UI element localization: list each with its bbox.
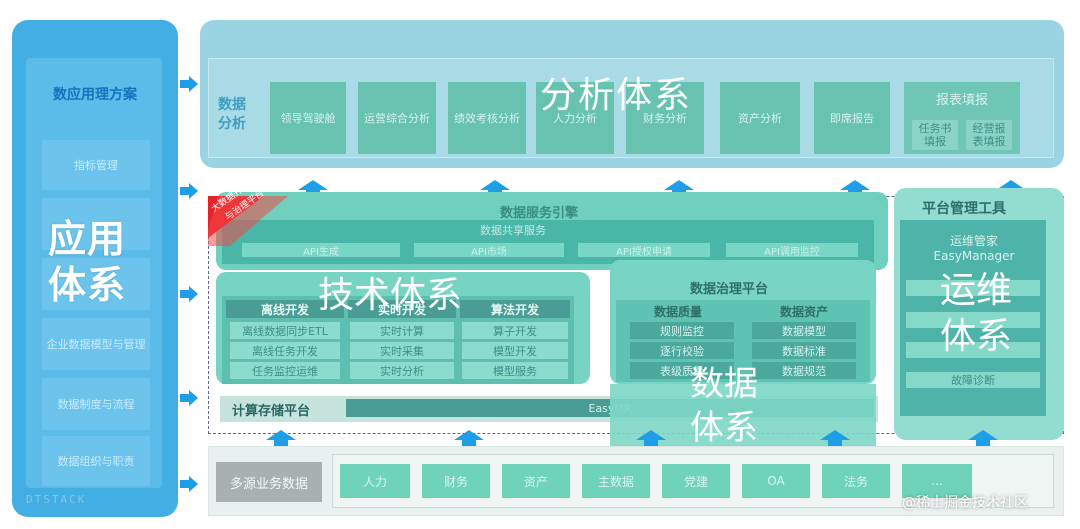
up-arrow-icon bbox=[480, 180, 510, 198]
realtime-collect-cell: 实时采集 bbox=[350, 342, 454, 359]
up-arrow-icon bbox=[454, 430, 484, 448]
algorithm-dev-head: 算法开发 bbox=[460, 300, 570, 318]
platform-tools-title: 平台管理工具 bbox=[922, 201, 1006, 217]
realtime-compute-cell: 实时计算 bbox=[350, 322, 454, 339]
application-item-enterprise-model: 企业数据模型与管理 bbox=[42, 318, 150, 370]
right-arrow-icon bbox=[180, 183, 198, 199]
data-model-cell: 数据模型 bbox=[752, 322, 856, 339]
table-quality-cell: 表级质量 bbox=[630, 362, 734, 379]
source-box-assets: 资产 bbox=[502, 464, 570, 498]
row-check-cell: 逐行校验 bbox=[630, 342, 734, 359]
source-box-master: 主数据 bbox=[582, 464, 650, 498]
model-service-cell: 模型服务 bbox=[462, 362, 568, 379]
data-quality-head: 数据质量 bbox=[653, 304, 702, 319]
ops-manager-label: 运维管家 EasyManager bbox=[912, 234, 1036, 264]
up-arrow-icon bbox=[840, 180, 870, 198]
data-asset-head: 数据资产 bbox=[779, 304, 828, 319]
up-arrow-icon bbox=[266, 430, 296, 448]
data-share-service-label: 数据共享服务 bbox=[480, 224, 546, 237]
api-market-pill: API市场 bbox=[414, 243, 564, 258]
rule-monitor-cell: 规则监控 bbox=[630, 322, 734, 339]
offline-dev-head: 离线开发 bbox=[226, 300, 344, 318]
up-arrow-icon bbox=[636, 430, 666, 448]
up-arrow-icon bbox=[298, 180, 328, 198]
analysis-box-hr: 人力分析 bbox=[536, 82, 614, 154]
api-monitor-pill: API调用监控 bbox=[726, 243, 858, 258]
model-dev-cell: 模型开发 bbox=[462, 342, 568, 359]
report-fill-title: 报表填报 bbox=[935, 92, 988, 108]
source-box-oa: OA bbox=[742, 464, 810, 498]
up-arrow-icon bbox=[664, 180, 694, 198]
ops-system-label: 运维体系 bbox=[940, 270, 1013, 357]
analysis-box-operations: 运营综合分析 bbox=[358, 82, 436, 154]
offline-monitor-cell: 任务监控运维 bbox=[230, 362, 340, 379]
right-arrow-icon bbox=[180, 390, 198, 406]
ops-manager-cn: 运维管家 bbox=[949, 234, 998, 248]
source-box-legal: 法务 bbox=[822, 464, 890, 498]
application-item-process: 数据制度与流程 bbox=[42, 378, 150, 430]
fault-diagnosis-cell: 故障诊断 bbox=[906, 372, 1040, 388]
api-auth-pill: API授权申请 bbox=[578, 243, 710, 258]
tech-system-label: 技术体系 bbox=[318, 275, 463, 316]
realtime-dev-head: 实时开发 bbox=[348, 300, 456, 318]
compute-storage-label: 计算存储平台 bbox=[232, 404, 311, 419]
up-arrow-icon bbox=[968, 430, 998, 448]
ops-manager-en: EasyManager bbox=[933, 249, 1015, 263]
report-item-business: 经营报表填报 bbox=[966, 120, 1012, 150]
realtime-analysis-cell: 实时分析 bbox=[350, 362, 454, 379]
analysis-box-adhoc-report: 即席报告 bbox=[814, 82, 890, 154]
multi-source-label: 多源业务数据 bbox=[216, 462, 322, 502]
platform-ribbon bbox=[208, 196, 288, 246]
report-item-task: 任务书填报 bbox=[912, 120, 958, 150]
watermark-text: @稀土掘金技术社区 bbox=[902, 495, 1028, 511]
offline-etl-cell: 离线数据同步ETL bbox=[230, 322, 340, 339]
brand-logo-text: DTSTACK bbox=[26, 493, 87, 506]
analysis-box-performance: 绩效考核分析 bbox=[448, 82, 526, 154]
data-spec-cell: 数据规范 bbox=[752, 362, 856, 379]
right-arrow-icon bbox=[180, 286, 198, 302]
api-generate-pill: API生成 bbox=[242, 243, 400, 258]
ops-cell-2 bbox=[906, 312, 1040, 328]
source-box-finance: 财务 bbox=[422, 464, 490, 498]
analysis-box-finance: 财务分析 bbox=[626, 82, 704, 154]
data-standard-cell: 数据标准 bbox=[752, 342, 856, 359]
data-governance-title: 数据治理平台 bbox=[690, 282, 769, 297]
analysis-box-cockpit: 领导驾驶舱 bbox=[270, 82, 346, 154]
right-arrow-icon bbox=[180, 76, 198, 92]
application-item-blank-2 bbox=[42, 258, 150, 310]
data-system-label: 数据体系 bbox=[690, 364, 758, 448]
application-title: 数应用理方案 bbox=[53, 87, 137, 103]
ops-cell-3 bbox=[906, 342, 1040, 358]
application-item-organization: 数据组织与职责 bbox=[42, 436, 150, 486]
offline-task-cell: 离线任务开发 bbox=[230, 342, 340, 359]
up-arrow-icon bbox=[820, 430, 850, 448]
source-box-more: ... bbox=[902, 464, 972, 498]
operator-dev-cell: 算子开发 bbox=[462, 322, 568, 339]
source-box-party: 党建 bbox=[662, 464, 730, 498]
source-box-hr: 人力 bbox=[340, 464, 410, 498]
right-arrow-icon bbox=[180, 476, 198, 492]
application-item-blank-1 bbox=[42, 198, 150, 250]
ops-cell-1 bbox=[906, 280, 1040, 296]
analysis-system-label: 分析体系 bbox=[540, 75, 693, 116]
analysis-box-assets: 资产分析 bbox=[720, 82, 800, 154]
data-service-engine-title: 数据服务引擎 bbox=[500, 206, 579, 221]
analysis-label: 数据分析 bbox=[218, 97, 246, 132]
application-system-label: 应用体系 bbox=[48, 217, 127, 307]
application-item-indicator: 指标管理 bbox=[42, 140, 150, 190]
